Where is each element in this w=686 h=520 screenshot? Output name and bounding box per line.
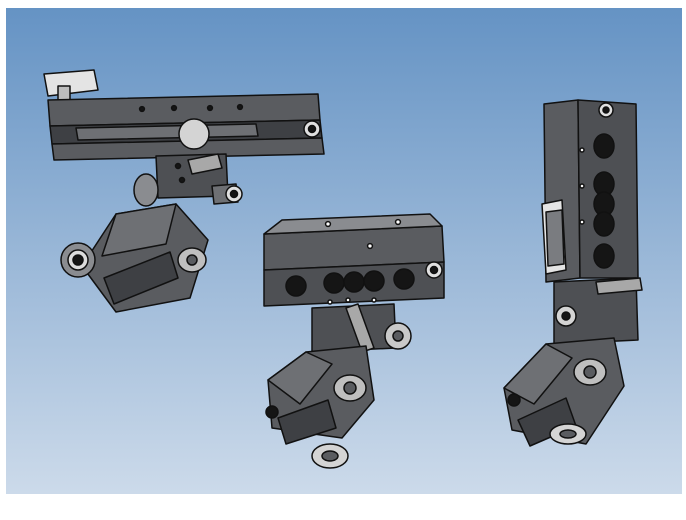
vertical-clamp-assembly	[503, 99, 643, 447]
horizontal-clamp-assembly	[43, 69, 325, 313]
illustration-svg	[6, 8, 682, 494]
compact-clamp-assembly	[263, 213, 445, 469]
illustration-panel	[6, 8, 682, 494]
